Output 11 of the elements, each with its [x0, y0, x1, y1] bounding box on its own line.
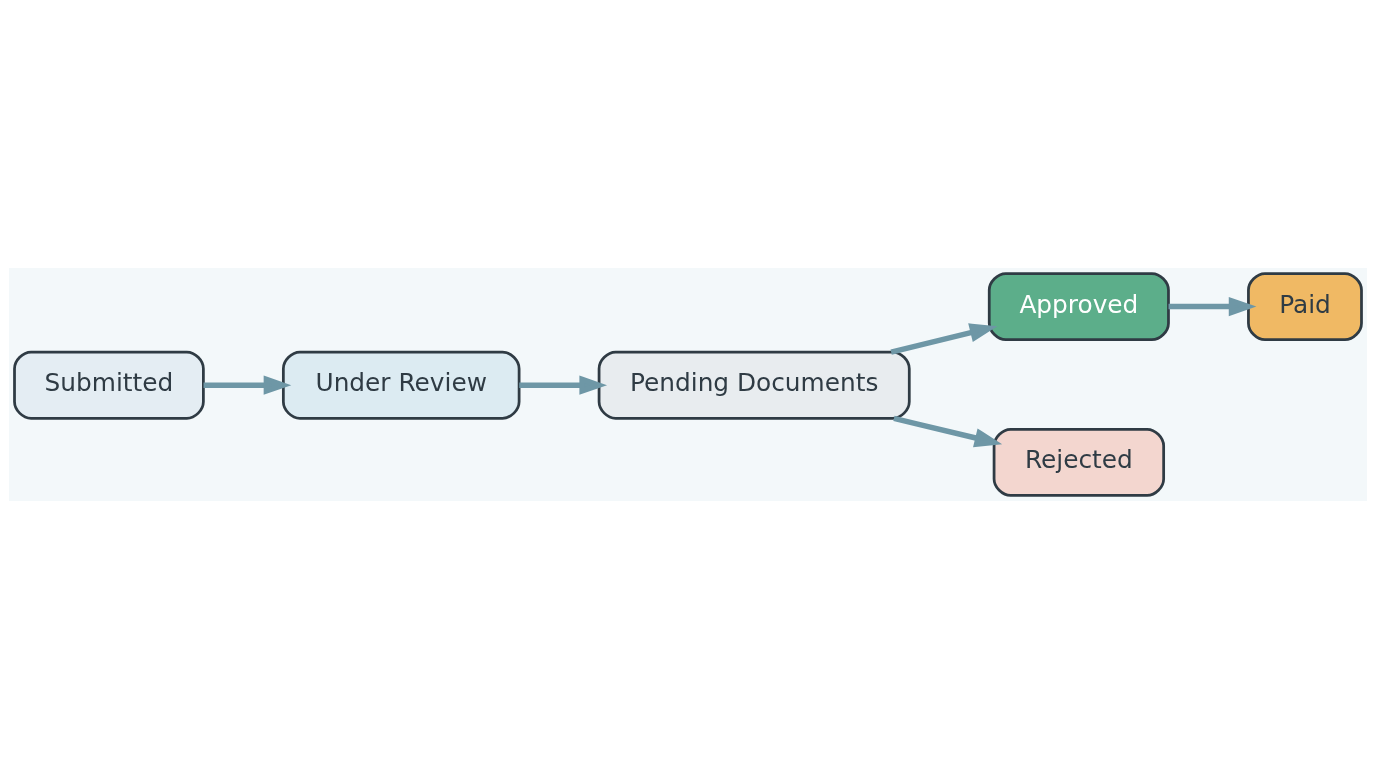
arrow: [519, 375, 608, 395]
node-box: Pending Documents: [597, 350, 911, 420]
arrow: [203, 375, 292, 395]
node-box: Approved: [987, 271, 1170, 341]
node-box: Submitted: [13, 350, 205, 420]
arrow: [890, 322, 998, 355]
arrow: [893, 415, 1003, 447]
node-box: Paid: [1247, 271, 1363, 341]
arrow: [1168, 296, 1257, 316]
node-box: Under Review: [281, 350, 521, 420]
node-box: Rejected: [992, 427, 1166, 497]
